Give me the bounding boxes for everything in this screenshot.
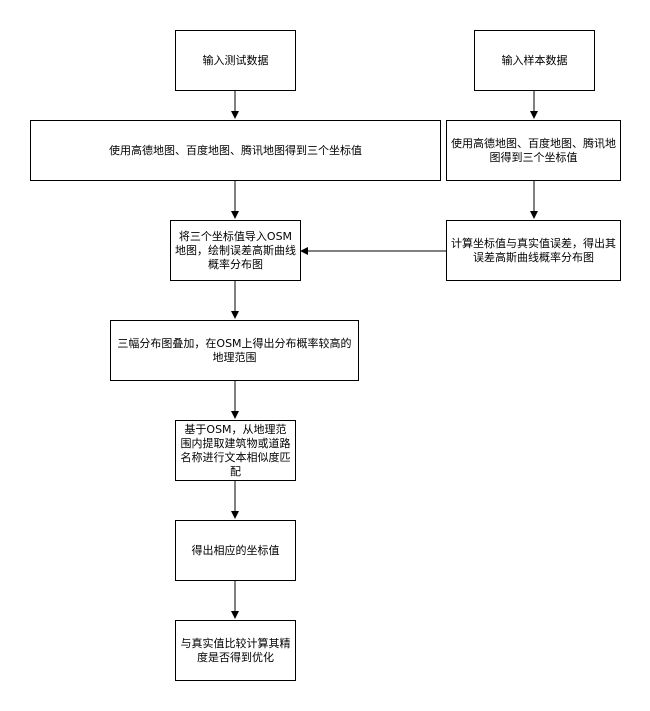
node-input-sample: 输入样本数据 <box>474 30 595 91</box>
node-coords-sample: 使用高德地图、百度地图、腾讯地图得到三个坐标值 <box>446 120 621 181</box>
node-match: 基于OSM，从地理范围内提取建筑物或道路名称进行文本相似度匹配 <box>175 420 296 481</box>
node-compare: 与真实值比较计算其精度是否得到优化 <box>175 620 296 681</box>
node-coords-sample-label: 使用高德地图、百度地图、腾讯地图得到三个坐标值 <box>451 136 616 164</box>
node-input-sample-label: 输入样本数据 <box>501 53 568 67</box>
node-calc-error-label: 计算坐标值与真实值误差，得出其误差高斯曲线概率分布图 <box>451 236 616 264</box>
node-overlay-label: 三幅分布图叠加，在OSM上得出分布概率较高的地理范围 <box>117 336 352 364</box>
node-match-label: 基于OSM，从地理范围内提取建筑物或道路名称进行文本相似度匹配 <box>180 422 291 478</box>
node-calc-error: 计算坐标值与真实值误差，得出其误差高斯曲线概率分布图 <box>446 220 621 281</box>
node-coords-test: 使用高德地图、百度地图、腾讯地图得到三个坐标值 <box>30 120 441 181</box>
node-import-osm-label: 将三个坐标值导入OSM地图，绘制误差高斯曲线概率分布图 <box>175 229 296 271</box>
node-result: 得出相应的坐标值 <box>175 520 296 581</box>
node-coords-test-label: 使用高德地图、百度地图、腾讯地图得到三个坐标值 <box>109 143 362 157</box>
node-input-test-label: 输入测试数据 <box>202 53 269 67</box>
node-input-test: 输入测试数据 <box>175 30 296 91</box>
node-result-label: 得出相应的坐标值 <box>191 543 280 557</box>
node-overlay: 三幅分布图叠加，在OSM上得出分布概率较高的地理范围 <box>110 320 359 381</box>
node-compare-label: 与真实值比较计算其精度是否得到优化 <box>180 636 291 664</box>
node-import-osm: 将三个坐标值导入OSM地图，绘制误差高斯曲线概率分布图 <box>170 220 301 281</box>
